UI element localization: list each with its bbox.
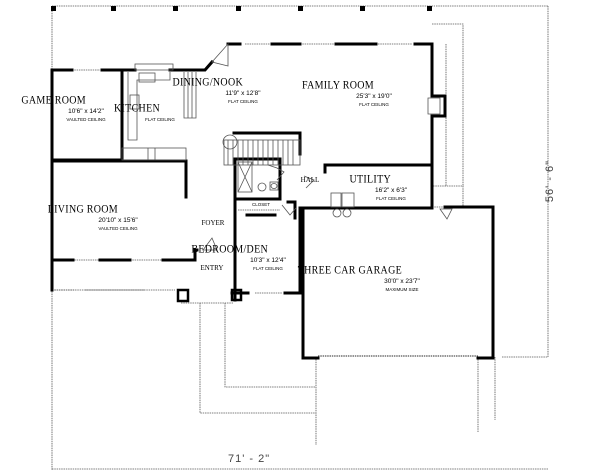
room-living-room: LIVING ROOM 20'10" x 15'6" VAULTED CEILI… [48,204,153,231]
room-game-room: GAME ROOM 10'6" x 14'2" VAULTED CEILING [21,95,119,122]
room-name: THREE CAR GARAGE [297,264,402,277]
room-dimensions: 16'2" x 6'3" [374,187,408,194]
room-name: UTILITY [349,173,391,186]
room-utility: UTILITY 16'2" x 6'3" FLAT CEILING [349,174,412,201]
room-name: LIVING ROOM [47,203,118,216]
room-ceiling-note: FLAT CEILING [228,98,258,104]
room-name: GAME ROOM [21,94,86,107]
room-name: DINING/NOOK [172,76,243,89]
room-name: KITCHEN [114,102,160,115]
label-hall: HALL [300,176,320,184]
room-ceiling-note: FLAT CEILING [359,101,389,107]
room-dining-nook: DINING/NOOK 11'9" x 12'8" FLAT CEILING [172,77,279,104]
room-dimensions: 30'0" x 23'7" [384,278,420,285]
room-ceiling-note: MAXIMUM SIZE [385,286,419,292]
room-bedroom-den: BEDROOM/DEN 10'3" x 12'4" FLAT CEILING [191,244,307,271]
label-foyer: FOYER [201,219,225,227]
room-ceiling-note: VAULTED CEILING [98,225,138,231]
room-ceiling-note: FLAT CEILING [376,195,406,201]
room-dimensions: 10'6" x 14'2" [68,108,104,115]
room-ceiling-note: FLAT CEILING [253,265,283,271]
label-entry: ENTRY [200,264,224,272]
room-kitchen: KITCHEN FLAT CEILING [114,103,183,123]
overall-depth-dimension: 56' - 6" [544,159,556,203]
room-name: FAMILY ROOM [301,79,374,92]
room-ceiling-note: VAULTED CEILING [66,116,106,122]
room-family-room: FAMILY ROOM 25'3" x 19'0" FLAT CEILING [302,80,410,107]
room-name: BEDROOM/DEN [191,243,268,256]
room-dimensions: 10'3" x 12'4" [250,257,286,264]
room-ceiling-note: FLAT CEILING [145,117,175,122]
room-dimensions: 25'3" x 19'0" [356,93,392,100]
room-dimensions: 11'9" x 12'8" [225,90,261,97]
overall-width-dimension: 71' - 2" [228,453,271,465]
room-three-car-garage: THREE CAR GARAGE 30'0" x 23'7" MAXIMUM S… [298,265,454,292]
label-closet: CLOSET [251,202,271,207]
room-dimensions: 20'10" x 15'6" [98,217,138,224]
